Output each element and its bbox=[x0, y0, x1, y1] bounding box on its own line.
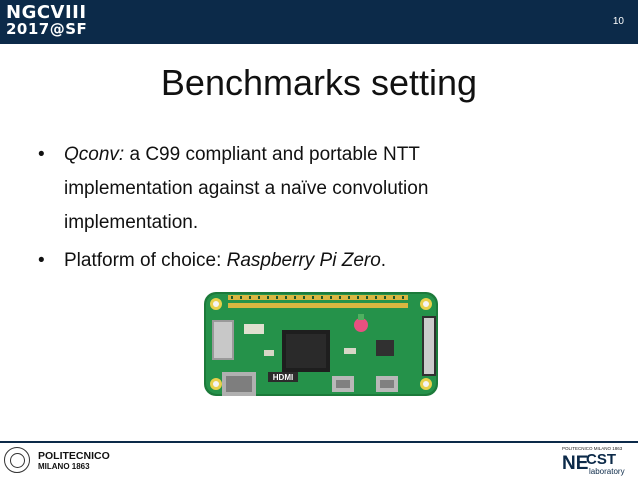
politecnico-name: POLITECNICO bbox=[38, 450, 110, 462]
necst-laboratory: laboratory bbox=[589, 467, 625, 476]
necst-ne: NE bbox=[562, 453, 589, 474]
bullet-marker: • bbox=[38, 144, 45, 165]
page-number: 10 bbox=[612, 16, 624, 27]
bullet-list: • Qconv: a C99 compliant and portable NT… bbox=[38, 138, 508, 278]
raspberry-pi-zero-image: HDMI bbox=[204, 292, 438, 396]
header-bar: NGCVIII 2017@SF 10 bbox=[0, 0, 638, 44]
necst-affiliation: POLITECNICO MILANO 1863 bbox=[562, 446, 623, 451]
logo-line2: 2017@SF bbox=[6, 20, 88, 38]
bullet-end: . bbox=[380, 250, 387, 271]
logo-line1: NGCVIII bbox=[6, 2, 87, 23]
bullet-term: Raspberry Pi Zero bbox=[226, 250, 381, 271]
conference-logo: NGCVIII 2017@SF bbox=[6, 4, 87, 38]
bullet-marker: • bbox=[38, 250, 45, 271]
bullet-term: Qconv: bbox=[64, 144, 125, 165]
footer-divider bbox=[0, 441, 638, 443]
slide-title: Benchmarks setting bbox=[160, 62, 478, 103]
bullet-text: a C99 compliant and portable NTT impleme… bbox=[64, 144, 429, 233]
bullet-text: Platform of choice: bbox=[64, 250, 227, 271]
hdmi-label: HDMI bbox=[273, 373, 293, 382]
necst-logo: POLITECNICO MILANO 1863 NE CST laborator… bbox=[562, 446, 632, 476]
politecnico-logo: POLITECNICO MILANO 1863 bbox=[4, 447, 144, 475]
necst-cst: CST bbox=[586, 451, 616, 468]
politecnico-city: MILANO 1863 bbox=[38, 462, 90, 471]
seal-icon bbox=[4, 447, 30, 473]
bullet-item: • Platform of choice: Raspberry Pi Zero. bbox=[38, 244, 508, 278]
bullet-item: • Qconv: a C99 compliant and portable NT… bbox=[38, 138, 508, 240]
